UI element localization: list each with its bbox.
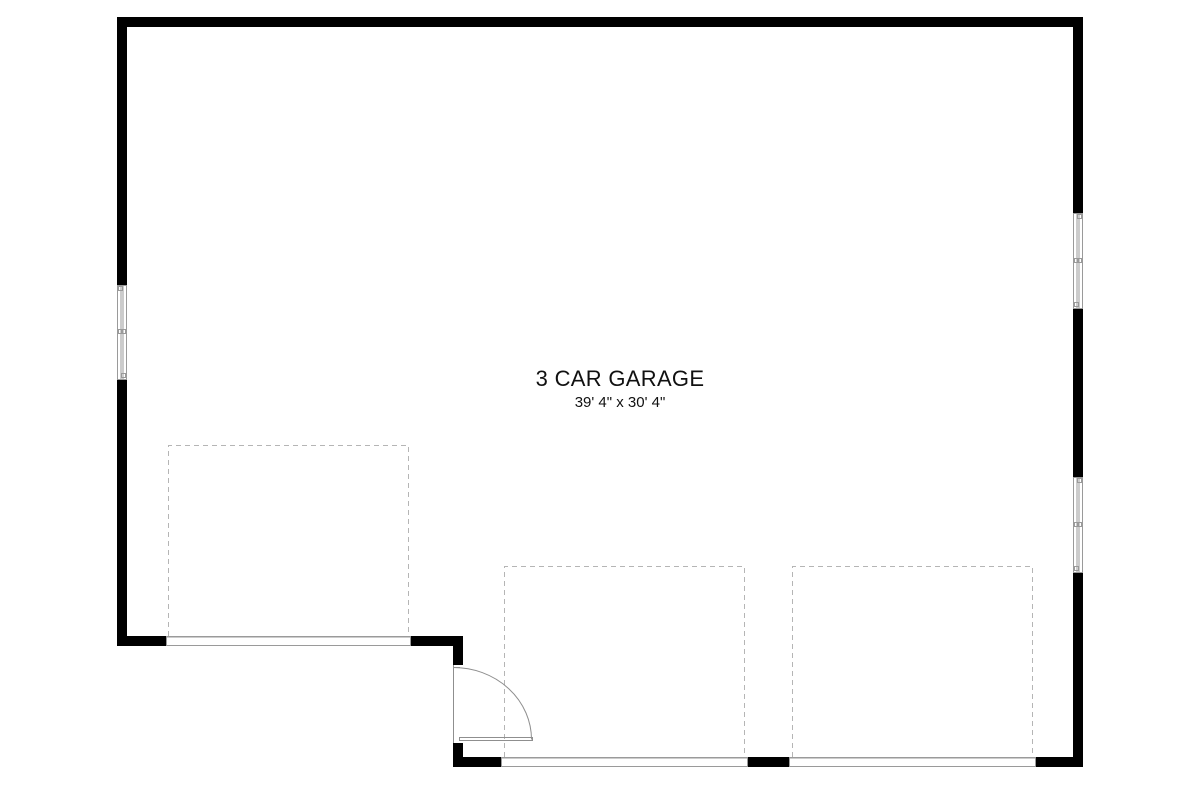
wall-right-top <box>1073 17 1083 213</box>
wall-top <box>117 17 1083 27</box>
wall-bottom-left-stub <box>117 636 166 646</box>
wall-bottom-pier <box>747 757 789 767</box>
side-entry-door <box>453 665 533 743</box>
room-name-label: 3 CAR GARAGE <box>535 366 705 391</box>
wall-jog-vertical <box>453 636 463 665</box>
wall-entry-lower-vertical <box>453 743 463 767</box>
wall-right-bottom <box>1073 573 1083 767</box>
garage-door-left <box>166 445 411 646</box>
door-leaf <box>459 737 533 741</box>
right-wall-window-lower <box>1073 477 1083 573</box>
room-dimensions-label: 39' 4" x 30' 4" <box>574 394 666 411</box>
right-wall-window-upper <box>1073 213 1083 309</box>
door-swing-arc <box>453 667 532 740</box>
wall-bottom-center-left-stub <box>453 757 501 767</box>
wall-jog-horizontal <box>411 636 463 646</box>
wall-right-middle <box>1073 309 1083 477</box>
garage-door-right <box>789 566 1036 767</box>
wall-left-upper <box>117 17 127 285</box>
wall-left-lower <box>117 379 127 646</box>
wall-bottom-right-stub <box>1035 757 1083 767</box>
garage-door-center <box>501 566 748 767</box>
walls <box>117 17 1083 767</box>
left-wall-window <box>117 285 127 380</box>
